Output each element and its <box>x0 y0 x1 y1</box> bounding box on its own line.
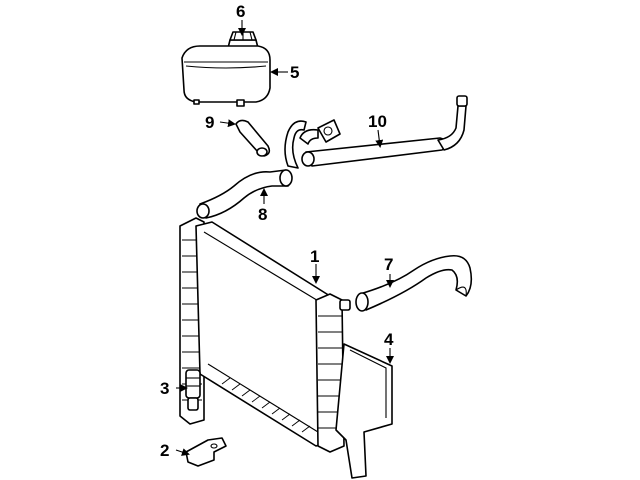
drain-plug <box>185 369 201 411</box>
coolant-tube <box>284 95 468 169</box>
callout-leaders <box>175 20 394 456</box>
callout-2: 2 <box>160 441 169 460</box>
reservoir-hose <box>235 119 271 157</box>
callout-4: 4 <box>384 330 394 349</box>
callout-7: 7 <box>384 255 393 274</box>
air-deflector <box>335 343 393 479</box>
coolant-reservoir <box>181 45 271 107</box>
radiator <box>179 217 351 453</box>
callout-labels: 6 5 9 10 8 1 7 4 3 2 <box>160 2 394 460</box>
callout-10: 10 <box>368 112 387 131</box>
callout-5: 5 <box>290 63 299 82</box>
callout-3: 3 <box>160 379 169 398</box>
lower-radiator-hose <box>355 254 473 312</box>
upper-radiator-hose <box>196 169 293 219</box>
callout-9: 9 <box>205 113 214 132</box>
callout-1: 1 <box>310 247 319 266</box>
callout-6: 6 <box>236 2 245 21</box>
callout-8: 8 <box>258 205 267 224</box>
mounting-bracket <box>185 437 227 467</box>
